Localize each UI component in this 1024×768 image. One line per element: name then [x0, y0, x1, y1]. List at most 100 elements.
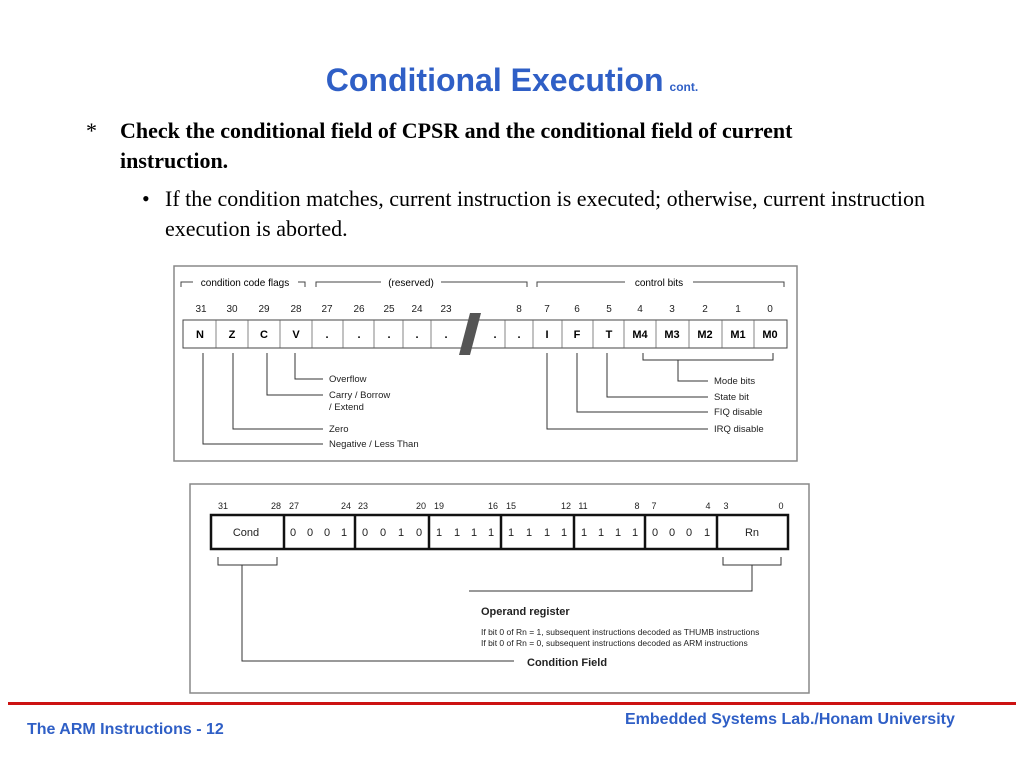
instr-bit-12: 12 [561, 501, 571, 511]
instr-bit-value: 0 [686, 527, 692, 539]
instr-bit-value: 1 [471, 527, 477, 539]
cpsr-cell-dot: . [444, 329, 447, 341]
instr-bit-28: 28 [271, 501, 281, 511]
bullet-text-2: If the condition matches, current instru… [165, 186, 925, 241]
cpsr-cell-dot: . [357, 329, 360, 341]
instr-bit-24: 24 [341, 501, 351, 511]
instr-bit-value: 0 [652, 527, 658, 539]
bullet-marker-2: • [142, 186, 150, 211]
instr-bit-0: 0 [778, 501, 783, 511]
group-label-flags: condition code flags [201, 278, 289, 289]
instr-bit-value: 1 [341, 527, 347, 539]
label-irq-disable: IRQ disable [714, 424, 764, 435]
label-overflow: Overflow [329, 374, 367, 385]
cpsr-bit-25: 25 [383, 304, 395, 315]
instr-bit-value: 0 [307, 527, 313, 539]
footer-divider [8, 702, 1016, 705]
cpsr-cell-m2: M2 [697, 329, 712, 341]
cpsr-bit-3: 3 [669, 304, 675, 315]
cpsr-bit-4: 4 [637, 304, 643, 315]
cpsr-cell-v: V [292, 329, 300, 341]
instr-bit-value: 0 [380, 527, 386, 539]
instr-bit-19: 19 [434, 501, 444, 511]
instr-bit-value: 0 [416, 527, 422, 539]
instr-bit-4: 4 [705, 501, 710, 511]
instr-bit-7: 7 [651, 501, 656, 511]
bullet-text-1: Check the conditional field of CPSR and … [120, 118, 793, 173]
bullet-marker-1: * [86, 118, 97, 143]
cpsr-cell-z: Z [229, 329, 236, 341]
cpsr-bit-23: 23 [440, 304, 452, 315]
instr-bit-value: 1 [488, 527, 494, 539]
label-extend: / Extend [329, 402, 364, 413]
instr-bit-value: 1 [632, 527, 638, 539]
instr-bit-value: 1 [544, 527, 550, 539]
cpsr-bit-0: 0 [767, 304, 773, 315]
label-state-bit: State bit [714, 392, 749, 403]
instr-bit-23: 23 [358, 501, 368, 511]
instr-bit-value: 1 [581, 527, 587, 539]
cpsr-bit-29: 29 [258, 304, 270, 315]
title-text: Conditional Execution [325, 62, 664, 98]
footer-page-label: The ARM Instructions - 12 [27, 721, 224, 738]
cpsr-cell-m3: M3 [664, 329, 679, 341]
cpsr-bit-31: 31 [195, 304, 207, 315]
cpsr-diagram: condition code flags (reserved) control … [173, 265, 798, 462]
cond-label: Cond [233, 527, 259, 539]
cpsr-cell-m1: M1 [730, 329, 745, 341]
cpsr-bit-6: 6 [574, 304, 580, 315]
slide-title: Conditional Execution cont. [0, 62, 1024, 99]
instr-bit-value: 0 [669, 527, 675, 539]
cpsr-cell-m0: M0 [762, 329, 777, 341]
instr-bit-20: 20 [416, 501, 426, 511]
operand-register-title: Operand register [481, 606, 570, 618]
cpsr-bit-26: 26 [353, 304, 365, 315]
footer-organization: Embedded Systems Lab./Honam University [625, 711, 955, 728]
instr-bit-3: 3 [723, 501, 728, 511]
instr-bit-16: 16 [488, 501, 498, 511]
instr-bit-15: 15 [506, 501, 516, 511]
cpsr-cell-i: I [545, 329, 548, 341]
label-fiq-disable: FIQ disable [714, 407, 763, 418]
group-label-control: control bits [635, 278, 683, 289]
instr-bit-value: 1 [704, 527, 710, 539]
instr-bit-27: 27 [289, 501, 299, 511]
group-label-reserved: (reserved) [388, 278, 434, 289]
title-suffix: cont. [669, 80, 699, 94]
cpsr-cell-dot: . [387, 329, 390, 341]
cpsr-bit-1: 1 [735, 304, 741, 315]
cpsr-bit-24: 24 [411, 304, 423, 315]
instr-bit-value: 1 [526, 527, 532, 539]
instr-bit-8: 8 [634, 501, 639, 511]
cpsr-cell-dot: . [493, 329, 496, 341]
instr-bit-value: 1 [615, 527, 621, 539]
cpsr-cell-m4: M4 [632, 329, 648, 341]
instr-bit-11: 11 [578, 501, 587, 511]
cpsr-cell-t: T [606, 329, 613, 341]
cpsr-bit-8: 8 [516, 304, 522, 315]
instr-bit-value: 1 [598, 527, 604, 539]
rn-label: Rn [745, 527, 759, 539]
label-zero: Zero [329, 424, 349, 435]
instruction-diagram: 31 28 27 24 23 20 19 16 15 12 11 8 7 4 3… [189, 483, 810, 694]
cpsr-cell-n: N [196, 329, 204, 341]
instr-bit-value: 1 [436, 527, 442, 539]
label-negative: Negative / Less Than [329, 439, 419, 450]
instr-bit-31: 31 [218, 501, 228, 511]
instr-bit-value: 0 [362, 527, 368, 539]
instr-bit-value: 1 [398, 527, 404, 539]
cpsr-cell-f: F [574, 329, 581, 341]
cpsr-bit-2: 2 [702, 304, 708, 315]
instr-bit-value: 1 [508, 527, 514, 539]
cpsr-bit-27: 27 [321, 304, 333, 315]
operand-register-line1: If bit 0 of Rn = 1, subsequent instructi… [481, 627, 759, 637]
cpsr-cell-dot: . [325, 329, 328, 341]
condition-field-label: Condition Field [527, 657, 607, 669]
operand-register-line2: If bit 0 of Rn = 0, subsequent instructi… [481, 638, 748, 648]
instr-bit-value: 1 [561, 527, 567, 539]
instr-bit-value: 0 [290, 527, 296, 539]
cpsr-bit-7: 7 [544, 304, 550, 315]
label-mode-bits: Mode bits [714, 376, 755, 387]
cpsr-cell-dot: . [517, 329, 520, 341]
cpsr-bit-30: 30 [226, 304, 238, 315]
